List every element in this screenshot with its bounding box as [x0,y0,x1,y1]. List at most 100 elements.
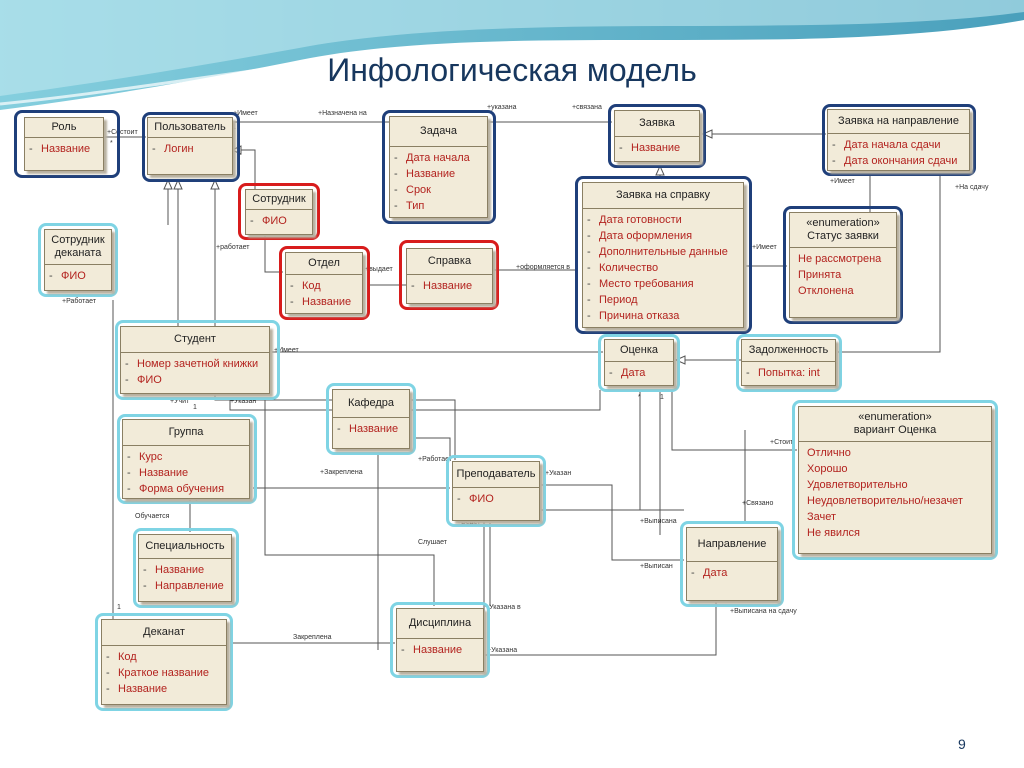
page-number: 9 [958,736,966,752]
entity-zadacha[interactable]: Задача Дата начала Название Срок Тип [389,116,488,218]
label-imeet2: +Имеет [830,178,855,185]
frame-sotrudnik [238,183,320,240]
entity-polzovatel-name: Пользователь [148,118,232,138]
entity-status-header: «enumeration» Статус заявки [790,213,896,248]
entity-prepod[interactable]: Преподаватель ФИО [452,461,540,521]
entity-polzovatel[interactable]: Пользователь Логин [147,117,233,175]
entity-otdel[interactable]: Отдел Код Название [285,252,363,314]
entity-student-attr-1: ФИО [125,372,265,388]
entity-zayavka-napr-attr-1: Дата окончания сдачи [832,153,965,169]
frame-zayavka [608,104,706,168]
label-ukazana2: +Указана [487,647,518,654]
label-imeet1: +Имеет [233,110,258,117]
label-na-sdachu: +На сдачу [955,184,989,191]
entity-spravka-attr-0: Название [411,278,488,294]
entity-spravka[interactable]: Справка Название [406,248,493,304]
entity-otdel-attr-0: Код [290,278,358,294]
frame-student [115,320,280,400]
entity-zayavka[interactable]: Заявка Название [614,110,700,162]
entity-ocenka[interactable]: Оценка Дата [604,339,674,386]
entity-variant-stereotype: «enumeration» [858,411,932,423]
frame-variant [792,400,998,560]
entity-status[interactable]: «enumeration» Статус заявки Не рассмотре… [789,212,897,318]
label-obuchaetsya: Обучается [135,513,170,520]
entity-zayavka-sprav-attr-0: Дата готовности [587,212,739,228]
label-vypisana-sdachu: +Выписана на сдачу [730,608,797,615]
entity-napravlenie[interactable]: Направление Дата [686,527,778,601]
entity-gruppa[interactable]: Группа Курс Название Форма обучения [122,419,250,499]
label-vedet: +Ведет [457,519,481,526]
entity-kafedra[interactable]: Кафедра Название [332,389,410,449]
label-imeet4: +Имеет [274,347,299,354]
entity-dekanat-attr-1: Краткое название [106,665,222,681]
frame-zadolzh [736,334,842,392]
entity-dekanat-attr-2: Название [106,681,222,697]
label-naznachena: +Назначена на [318,110,367,117]
mult-2: * [110,140,113,147]
frame-polzovatel [142,112,240,182]
entity-zayavka-name: Заявка [615,111,699,137]
entity-variant-value-2: Удовлетворительно [807,479,908,491]
entity-zadolzh-attr-0: Попытка: int [746,365,831,381]
entity-zadolzh[interactable]: Задолженность Попытка: int [741,339,836,386]
entity-disciplina-name: Дисциплина [397,609,483,639]
entity-sotrudnik[interactable]: Сотрудник ФИО [245,189,313,235]
frame-prepod [446,455,546,527]
entity-zayavka-sprav-attr-6: Причина отказа [587,308,739,324]
frame-sotrudnik-dek [38,223,118,297]
mult-1: 1 [232,124,236,131]
entity-student[interactable]: Студент Номер зачетной книжки ФИО [120,326,270,394]
entity-disciplina[interactable]: Дисциплина Название [396,608,484,672]
entity-zayavka-napr[interactable]: Заявка на направление Дата начала сдачи … [827,109,970,171]
label-imeet3: +Имеет [752,244,777,251]
entity-disciplina-attr-0: Название [401,642,479,658]
frame-gruppa [117,414,257,504]
label-uchit: +Учит [170,398,190,405]
label-rabotaet1: +работает [216,244,250,251]
entity-zayavka-sprav-attr-4: Место требования [587,276,739,292]
entity-sotrudnik-dek-name: Сотрудник деканата [45,230,111,265]
entity-dekanat-name: Деканат [102,620,226,646]
entity-variant-value-1: Хорошо [807,463,848,475]
entity-status-name: Статус заявки [807,230,879,242]
entity-zadolzh-name: Задолженность [742,340,835,362]
label-stoit: +Стоит [770,439,794,446]
entity-zayavka-sprav[interactable]: Заявка на справку Дата готовности Дата о… [582,182,744,328]
entity-otdel-name: Отдел [286,253,362,275]
entity-kafedra-attr-0: Название [337,421,405,437]
entity-specialnost-attr-1: Направление [143,578,227,594]
frame-zayavka-sprav [575,176,752,334]
entity-zadacha-attr-2: Срок [394,182,483,198]
entity-gruppa-attr-1: Название [127,465,245,481]
entity-zayavka-sprav-name: Заявка на справку [583,183,743,209]
entity-student-attr-0: Номер зачетной книжки [125,356,265,372]
entity-ocenka-name: Оценка [605,340,673,362]
entity-specialnost-attr-0: Название [143,562,227,578]
entity-dekanat[interactable]: Деканат Код Краткое название Название [101,619,227,705]
mult-8: * [638,394,641,401]
entity-rol-attr-0: Название [29,141,99,157]
entity-variant-value-4: Зачет [807,511,837,523]
label-rabotaet2: +Работает [62,298,97,305]
entity-variant-value-5: Не явился [807,527,860,539]
label-ukazana1: +указана [487,104,517,111]
frame-specialnost [133,528,239,608]
entity-zadacha-attr-1: Название [394,166,483,182]
entity-sotrudnik-dek[interactable]: Сотрудник деканата ФИО [44,229,112,291]
entity-variant[interactable]: «enumeration» вариант Оценка Отлично Хор… [798,406,992,554]
entity-zayavka-napr-name: Заявка на направление [828,110,969,134]
entity-variant-value-0: Отлично [807,447,851,459]
frame-dekanat [95,613,233,711]
entity-specialnost[interactable]: Специальность Название Направление [138,534,232,602]
entity-zayavka-napr-attr-0: Дата начала сдачи [832,137,965,153]
frame-disciplina [390,602,490,678]
entity-rol[interactable]: Роль Название [24,117,104,171]
frame-zadacha [382,110,496,224]
entity-kafedra-name: Кафедра [333,390,409,418]
entity-napravlenie-attr-0: Дата [691,565,773,581]
entity-gruppa-attr-0: Курс [127,449,245,465]
entity-otdel-attr-1: Название [290,294,358,310]
entity-gruppa-attr-2: Форма обучения [127,481,245,497]
frame-otdel [279,246,370,320]
